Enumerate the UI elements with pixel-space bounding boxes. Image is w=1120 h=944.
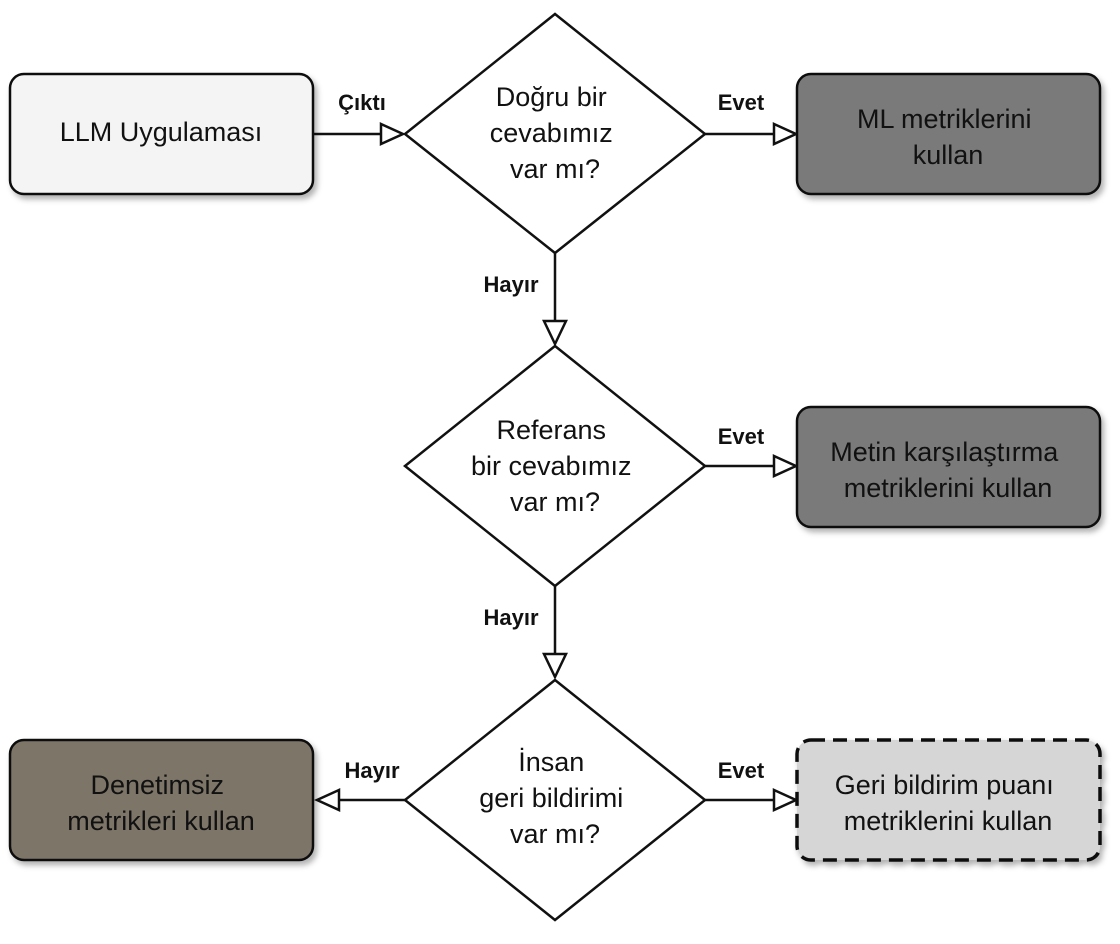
svg-text:Referans bir cevabımız: Referans bir cevabımız var mı?: [471, 415, 639, 517]
decision-reference-diamond: [402, 344, 708, 588]
node-unsupervised-box: [8, 738, 315, 862]
node-llm-app-box: [8, 72, 315, 196]
decision-ground-truth-line-2: cevabımız: [490, 118, 613, 148]
decision-human-feedback-line-3: var mı?: [510, 819, 600, 849]
edge-label-yes-3: Evet: [718, 758, 765, 783]
node-ml-metrics-line-1: ML metriklerini: [857, 104, 1032, 134]
svg-text:Denetimsiz metrikleri ku: Denetimsiz metrikleri kullan: [67, 770, 255, 836]
edge-label-yes-1: Evet: [718, 90, 765, 115]
node-ml-metrics-line-2: kullan: [913, 140, 984, 170]
arrow-head-yes-2: [772, 454, 800, 478]
decision-human-feedback-line-1: İnsan: [518, 746, 584, 777]
arrow-head-yes-1: [772, 122, 800, 146]
decision-reference-line-2: bir cevabımız: [471, 451, 632, 481]
node-ml-metrics: ML metriklerini kullan: [795, 72, 1102, 196]
node-ml-metrics-box: [795, 72, 1102, 196]
decision-ground-truth-line-3: var mı?: [510, 154, 600, 184]
edge-label-no-2: Hayır: [483, 605, 538, 630]
node-feedback-score-line-2: metriklerini kullan: [844, 806, 1053, 836]
decision-reference-line-3: var mı?: [510, 487, 600, 517]
arrow-head-yes-3: [772, 788, 800, 812]
svg-text:Metin karşılaştırma metr: Metin karşılaştırma metriklerini kullan: [830, 437, 1066, 503]
decision-ground-truth-line-1: Doğru bir: [496, 82, 607, 112]
node-text-comparison-line-1: Metin karşılaştırma: [830, 437, 1059, 467]
decision-reference-line-1: Referans: [496, 415, 606, 445]
node-text-comparison: Metin karşılaştırma metriklerini kullan: [795, 405, 1102, 529]
decision-reference: Referans bir cevabımız var mı?: [402, 344, 708, 588]
svg-text:İnsan geri bildirimi: İnsan geri bildirimi var mı?: [479, 746, 631, 849]
node-text-comparison-box: [795, 405, 1102, 529]
node-llm-app: LLM Uygulaması: [8, 72, 315, 196]
edge-label-output: Çıktı: [338, 90, 386, 115]
decision-human-feedback-line-2: geri bildirimi: [479, 783, 623, 813]
node-unsupervised: Denetimsiz metrikleri kullan: [8, 738, 315, 862]
svg-text:ML metriklerini kullan: ML metriklerini kullan: [857, 104, 1039, 170]
node-unsupervised-line-2: metrikleri kullan: [67, 806, 255, 836]
svg-text:Geri bildirim puanı metr: Geri bildirim puanı metriklerini kullan: [835, 770, 1062, 836]
edge-label-yes-2: Evet: [718, 424, 765, 449]
edge-label-no-3: Hayır: [344, 758, 399, 783]
node-text-comparison-line-2: metriklerini kullan: [844, 473, 1053, 503]
edge-label-no-1: Hayır: [483, 272, 538, 297]
node-unsupervised-line-1: Denetimsiz: [90, 770, 224, 800]
node-feedback-score-line-1: Geri bildirim puanı: [835, 770, 1054, 800]
arrow-head-no-1: [542, 319, 568, 347]
decision-human-feedback-diamond: [402, 678, 708, 922]
node-llm-app-line-1: LLM Uygulaması: [60, 117, 263, 147]
decision-ground-truth: Doğru bir cevabımız var mı?: [402, 12, 708, 255]
arrow-head-output: [379, 122, 407, 146]
decision-human-feedback: İnsan geri bildirimi var mı?: [402, 678, 708, 922]
node-feedback-score-box: [795, 738, 1102, 862]
decision-ground-truth-diamond: [402, 12, 708, 255]
svg-text:LLM Uygulaması: LLM Uygulaması: [60, 117, 263, 147]
svg-text:Doğru bir cevabımız: Doğru bir cevabımız var mı?: [490, 82, 621, 184]
node-feedback-score: Geri bildirim puanı metriklerini kullan: [795, 738, 1102, 862]
arrow-head-no-2: [542, 652, 568, 680]
arrow-head-no-3: [313, 788, 341, 812]
